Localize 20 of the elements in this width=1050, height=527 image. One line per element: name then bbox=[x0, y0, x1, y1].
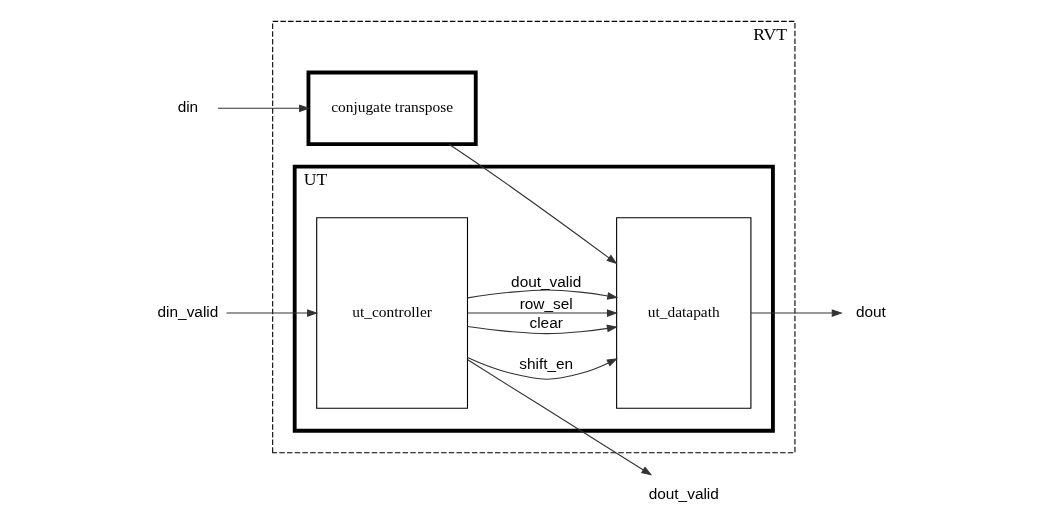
arrow bbox=[466, 324, 618, 335]
node-text: dout_valid bbox=[648, 484, 719, 502]
edge-label: clear bbox=[529, 313, 563, 331]
arrow bbox=[467, 309, 618, 317]
node-text: din_valid bbox=[157, 303, 219, 321]
arrow bbox=[467, 359, 653, 476]
node-box: conjugate transpose bbox=[306, 70, 478, 146]
node-text: dout bbox=[855, 303, 886, 321]
arrow bbox=[448, 143, 618, 265]
node-box: ut_controller bbox=[316, 217, 469, 409]
node-box: ut_datapath bbox=[616, 217, 752, 409]
node-text: din bbox=[177, 98, 199, 116]
edge-label: row_sel bbox=[519, 294, 573, 312]
edge-label: shift_en bbox=[519, 355, 574, 373]
edge-label: dout_valid bbox=[511, 272, 582, 290]
arrow bbox=[467, 356, 618, 380]
arrow bbox=[217, 104, 311, 113]
arrow bbox=[750, 309, 843, 317]
arrow bbox=[467, 289, 619, 300]
arrow bbox=[226, 309, 319, 317]
